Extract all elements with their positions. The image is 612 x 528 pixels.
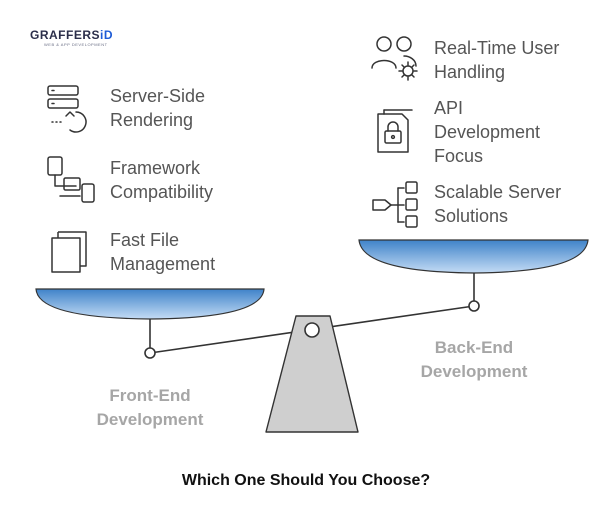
left-hinge [144,347,156,359]
documents-icon [51,231,87,273]
right-item-real-time-user-handling: Real-Time User Handling [434,38,560,82]
logo-accent: iD [100,28,113,42]
api-lock-icon [377,109,413,153]
front-end-label: Front-End Development [96,386,204,429]
server-refresh-icon [47,85,87,133]
devices-icon [47,156,95,203]
right-pan [358,239,589,274]
left-item-server-side-rendering: Server-Side Rendering [110,86,206,130]
back-end-label: Back-End Development [420,338,528,381]
company-logo: GRAFFERSiD WEB & APP DEVELOPMENT [30,28,120,50]
fulcrum [265,315,359,433]
logo-text: GRAFFERSiD [30,28,113,42]
left-item-fast-file-management: Fast File Management [110,230,216,274]
pivot-circle [304,322,320,338]
left-pan [35,288,265,320]
right-item-scalable-server-solutions: Scalable Server Solutions [434,182,562,226]
logo-word: GRAFFERS [30,28,100,42]
hierarchy-icon [372,181,418,228]
left-item-framework-compatibility: Framework Compatibility [110,158,214,202]
logo-tagline: WEB & APP DEVELOPMENT [44,42,108,47]
users-gear-icon [371,36,418,81]
right-item-api-development-focus: API Development Focus [434,98,541,166]
right-hinge [468,300,480,312]
footer-question: Which One Should You Choose? [181,472,431,489]
